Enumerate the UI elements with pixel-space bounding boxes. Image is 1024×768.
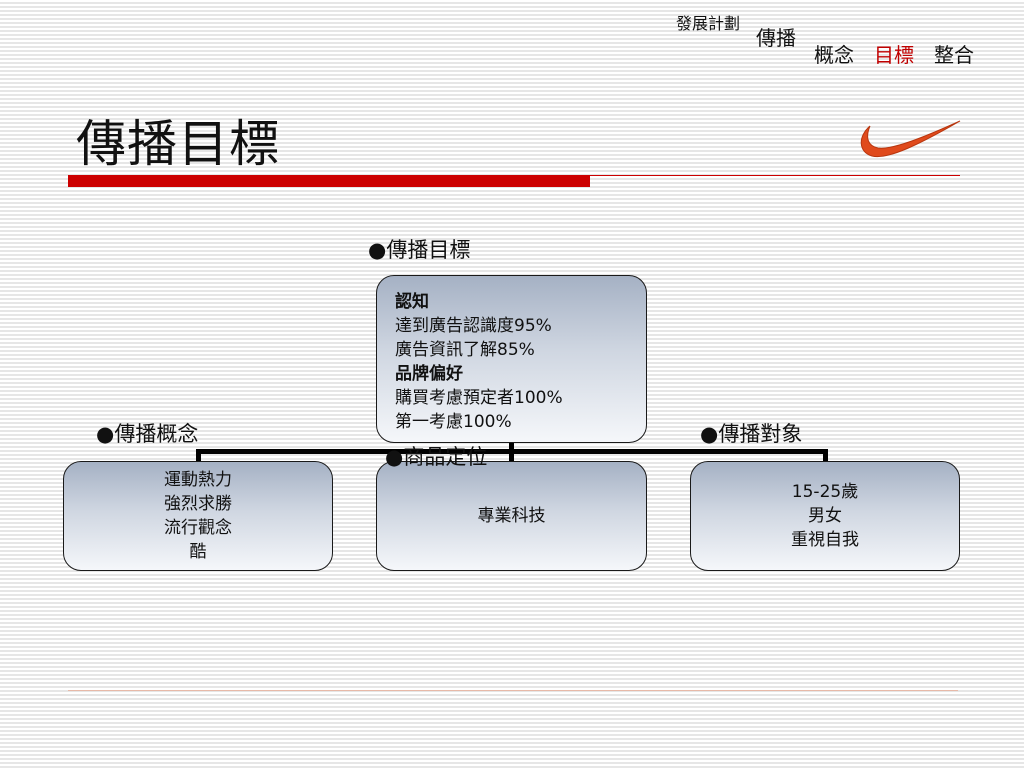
swoosh-logo-icon — [860, 120, 961, 158]
nav-plan: 發展計劃 — [676, 14, 741, 33]
position-box: 專業科技 — [376, 461, 647, 571]
goal-heading-brand-preference: 品牌偏好 — [395, 364, 463, 384]
page-title: 傳播目標 — [76, 115, 280, 173]
goal-heading-awareness: 認知 — [395, 292, 429, 312]
nav-item-concept[interactable]: 概念 — [814, 43, 854, 67]
bullet-goal: ●傳播目標 — [368, 238, 471, 262]
title-underline-thin — [590, 175, 960, 176]
goal-line-ad-recognition: 達到廣告認識度95% — [395, 316, 552, 336]
concept-line: 運動熱力 — [164, 470, 232, 490]
audience-box: 15-25歲 男女 重視自我 — [690, 461, 960, 571]
goal-line-ad-understanding: 廣告資訊了解85% — [395, 340, 535, 360]
position-line: 專業科技 — [477, 506, 546, 526]
title-underline-thick — [68, 175, 590, 187]
concept-line: 酷 — [189, 542, 207, 562]
footer-rule — [68, 690, 958, 691]
concept-line: 流行觀念 — [164, 518, 232, 538]
goal-line-purchase-consideration: 購買考慮預定者100% — [395, 388, 563, 408]
nav-item-integrate[interactable]: 整合 — [934, 43, 974, 67]
connector-center — [509, 443, 514, 462]
nav-spread: 傳播 — [756, 26, 796, 50]
bullet-concept: ●傳播概念 — [96, 422, 199, 446]
connector-right — [823, 449, 828, 462]
audience-line: 重視自我 — [791, 530, 859, 550]
audience-line: 15-25歲 — [791, 482, 859, 502]
nav-item-goal[interactable]: 目標 — [874, 43, 914, 67]
bullet-position: ●商品定位 — [385, 445, 488, 469]
goal-line-first-consideration: 第一考慮100% — [395, 412, 512, 432]
bullet-audience: ●傳播對象 — [700, 422, 803, 446]
concept-line: 強烈求勝 — [164, 494, 232, 514]
goal-box: 認知 達到廣告認識度95% 廣告資訊了解85% 品牌偏好 購買考慮預定者100%… — [376, 275, 647, 443]
audience-line: 男女 — [808, 506, 842, 526]
connector-left — [196, 449, 201, 462]
concept-box: 運動熱力 強烈求勝 流行觀念 酷 — [63, 461, 333, 571]
